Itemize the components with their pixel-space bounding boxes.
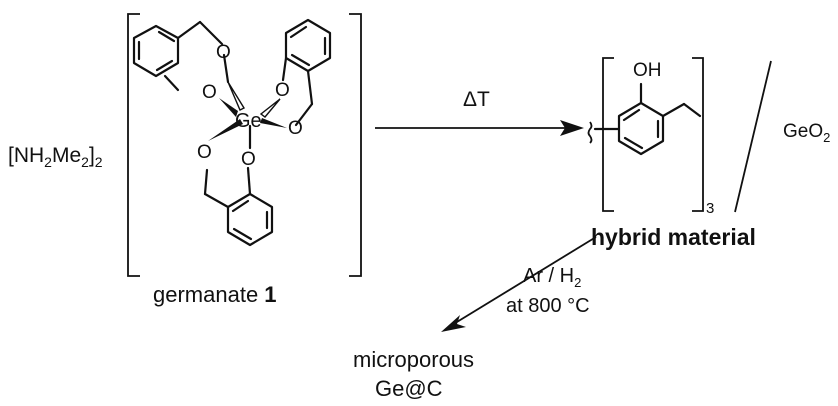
repeat-count: 3 [706, 200, 714, 217]
pyrolysis-arrow [451, 236, 597, 326]
microporous-label: microporous [353, 347, 474, 372]
germanium-atom: Ge [235, 110, 262, 132]
oxygen-atom: O [241, 149, 256, 170]
oxygen-atom: O [275, 80, 290, 101]
ge-at-c-label: Ge@C [375, 376, 443, 401]
germanium-oxide-label: GeO2 [783, 121, 830, 145]
complex-left-bracket [127, 13, 140, 277]
oxygen-atom: O [216, 42, 231, 63]
counterion-label: [NH2Me2]2 [8, 144, 103, 170]
germanate-label: germanate 1 [153, 282, 277, 307]
hydroxyl-label: OH [633, 60, 662, 81]
polymer-right-bracket [692, 57, 704, 212]
complex-right-bracket [349, 13, 362, 277]
germanate-structure: O O O O O O Ge [132, 18, 332, 247]
oxygen-atom: O [197, 142, 212, 163]
phenol-repeat-unit [587, 82, 702, 156]
gas-atmosphere-label: Ar / H2 [523, 265, 581, 290]
temperature-label: at 800 °C [506, 295, 590, 317]
oxygen-atom: O [288, 118, 303, 139]
polymer-left-bracket [602, 57, 614, 212]
heating-label: ΔT [463, 88, 490, 111]
benzene-ring-1 [132, 24, 180, 78]
composite-divider [734, 60, 772, 213]
pyrolysis-arrow-head [441, 315, 466, 332]
heating-arrow-head [560, 120, 584, 136]
oxygen-atom: O [202, 82, 217, 103]
hybrid-material-label: hybrid material [591, 224, 756, 250]
